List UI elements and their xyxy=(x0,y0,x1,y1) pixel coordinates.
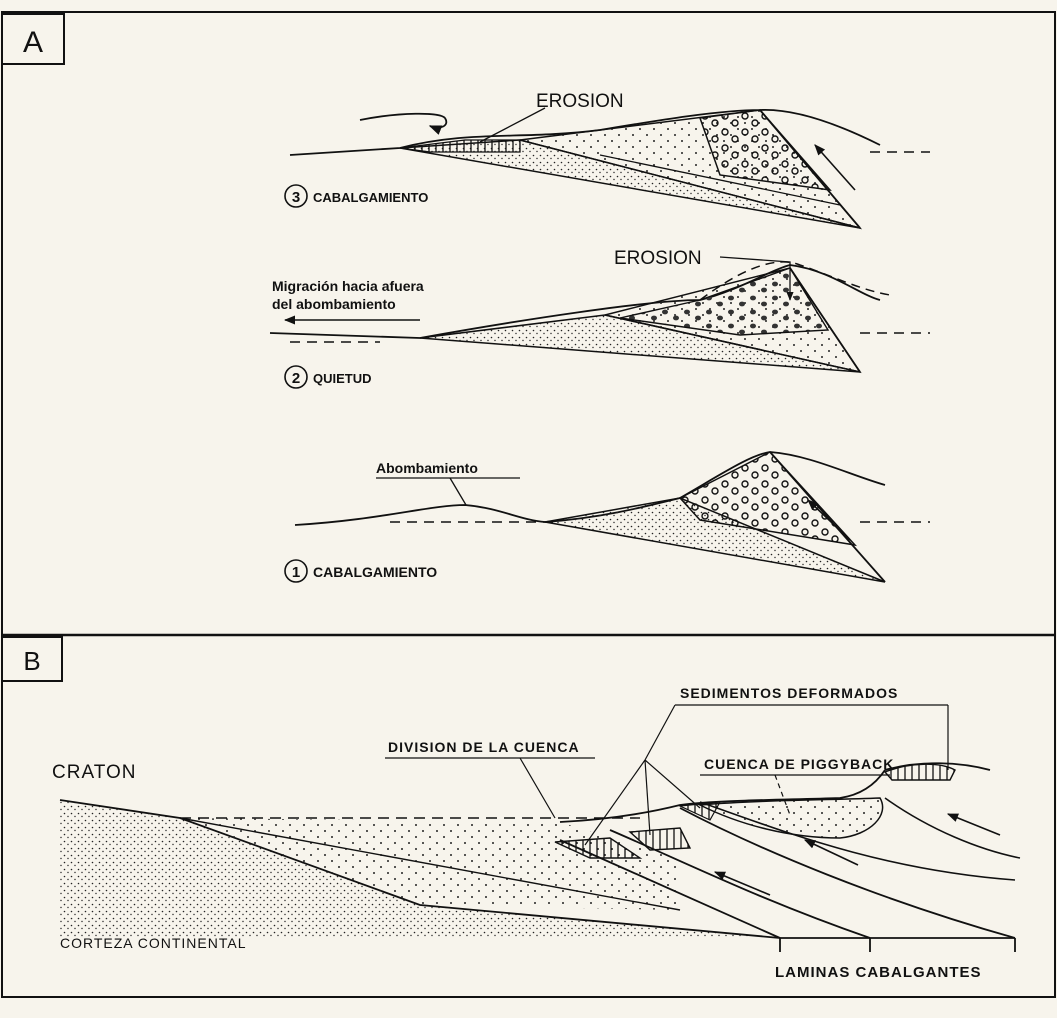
laminas-label: LAMINAS CABALGANTES xyxy=(775,964,982,981)
stage3-number: 3 xyxy=(292,189,300,206)
stage1-label: CABALGAMIENTO xyxy=(313,564,437,580)
stage3-erosion-label: EROSION xyxy=(536,91,624,112)
stage3-erosion-curl xyxy=(360,114,445,120)
thrust-arrow-3 xyxy=(948,814,1000,835)
division-label: DIVISION DE LA CUENCA xyxy=(388,739,580,755)
stage3-section: EROSION 3 CABALGAMIENTO xyxy=(285,91,930,228)
panel-a: A EROSION 3 CABALGAMIENTO xyxy=(2,14,930,582)
stage3-eroded-wedge xyxy=(400,140,520,152)
stage2-erosion-label: EROSION xyxy=(614,248,702,269)
stage3-erosion-leader xyxy=(480,108,545,142)
stage1-number: 1 xyxy=(292,564,300,581)
thrust-sheet-5 xyxy=(885,798,1020,858)
craton-label: CRATON xyxy=(52,762,136,783)
stage2-migration-line2: del abombamiento xyxy=(272,296,396,312)
stage3-label: CABALGAMIENTO xyxy=(313,190,428,205)
deformed-label: SEDIMENTOS DEFORMADOS xyxy=(680,685,898,701)
deformed-leader-a xyxy=(645,705,675,760)
stage2-label: QUIETUD xyxy=(313,371,372,386)
stage1-section: Abombamiento 1 CABALGAMIENTO xyxy=(285,452,930,582)
thrust-arrow-2 xyxy=(805,840,858,865)
deformed-leader-c xyxy=(645,760,650,835)
stage2-section: EROSION Migración hacia afuera del abomb… xyxy=(270,248,930,388)
stage2-number: 2 xyxy=(292,370,300,387)
stage1-bulge-label: Abombamiento xyxy=(376,460,478,476)
panel-a-tag: A xyxy=(23,26,43,59)
thrust-arrow-1 xyxy=(715,872,770,895)
deformed-leader-d xyxy=(645,760,700,808)
stage1-bulge-leader xyxy=(450,478,466,505)
panel-b: B xyxy=(2,637,1020,981)
division-leader xyxy=(520,758,555,818)
piggyback-label: CUENCA DE PIGGYBACK xyxy=(704,756,894,772)
stage2-migration-line1: Migración hacia afuera xyxy=(272,278,424,294)
panel-b-tag: B xyxy=(23,646,40,676)
deformed-sediments-2 xyxy=(630,828,690,850)
crust-label: CORTEZA CONTINENTAL xyxy=(60,935,247,951)
stage3-erosion-curl-arrow xyxy=(430,118,446,128)
